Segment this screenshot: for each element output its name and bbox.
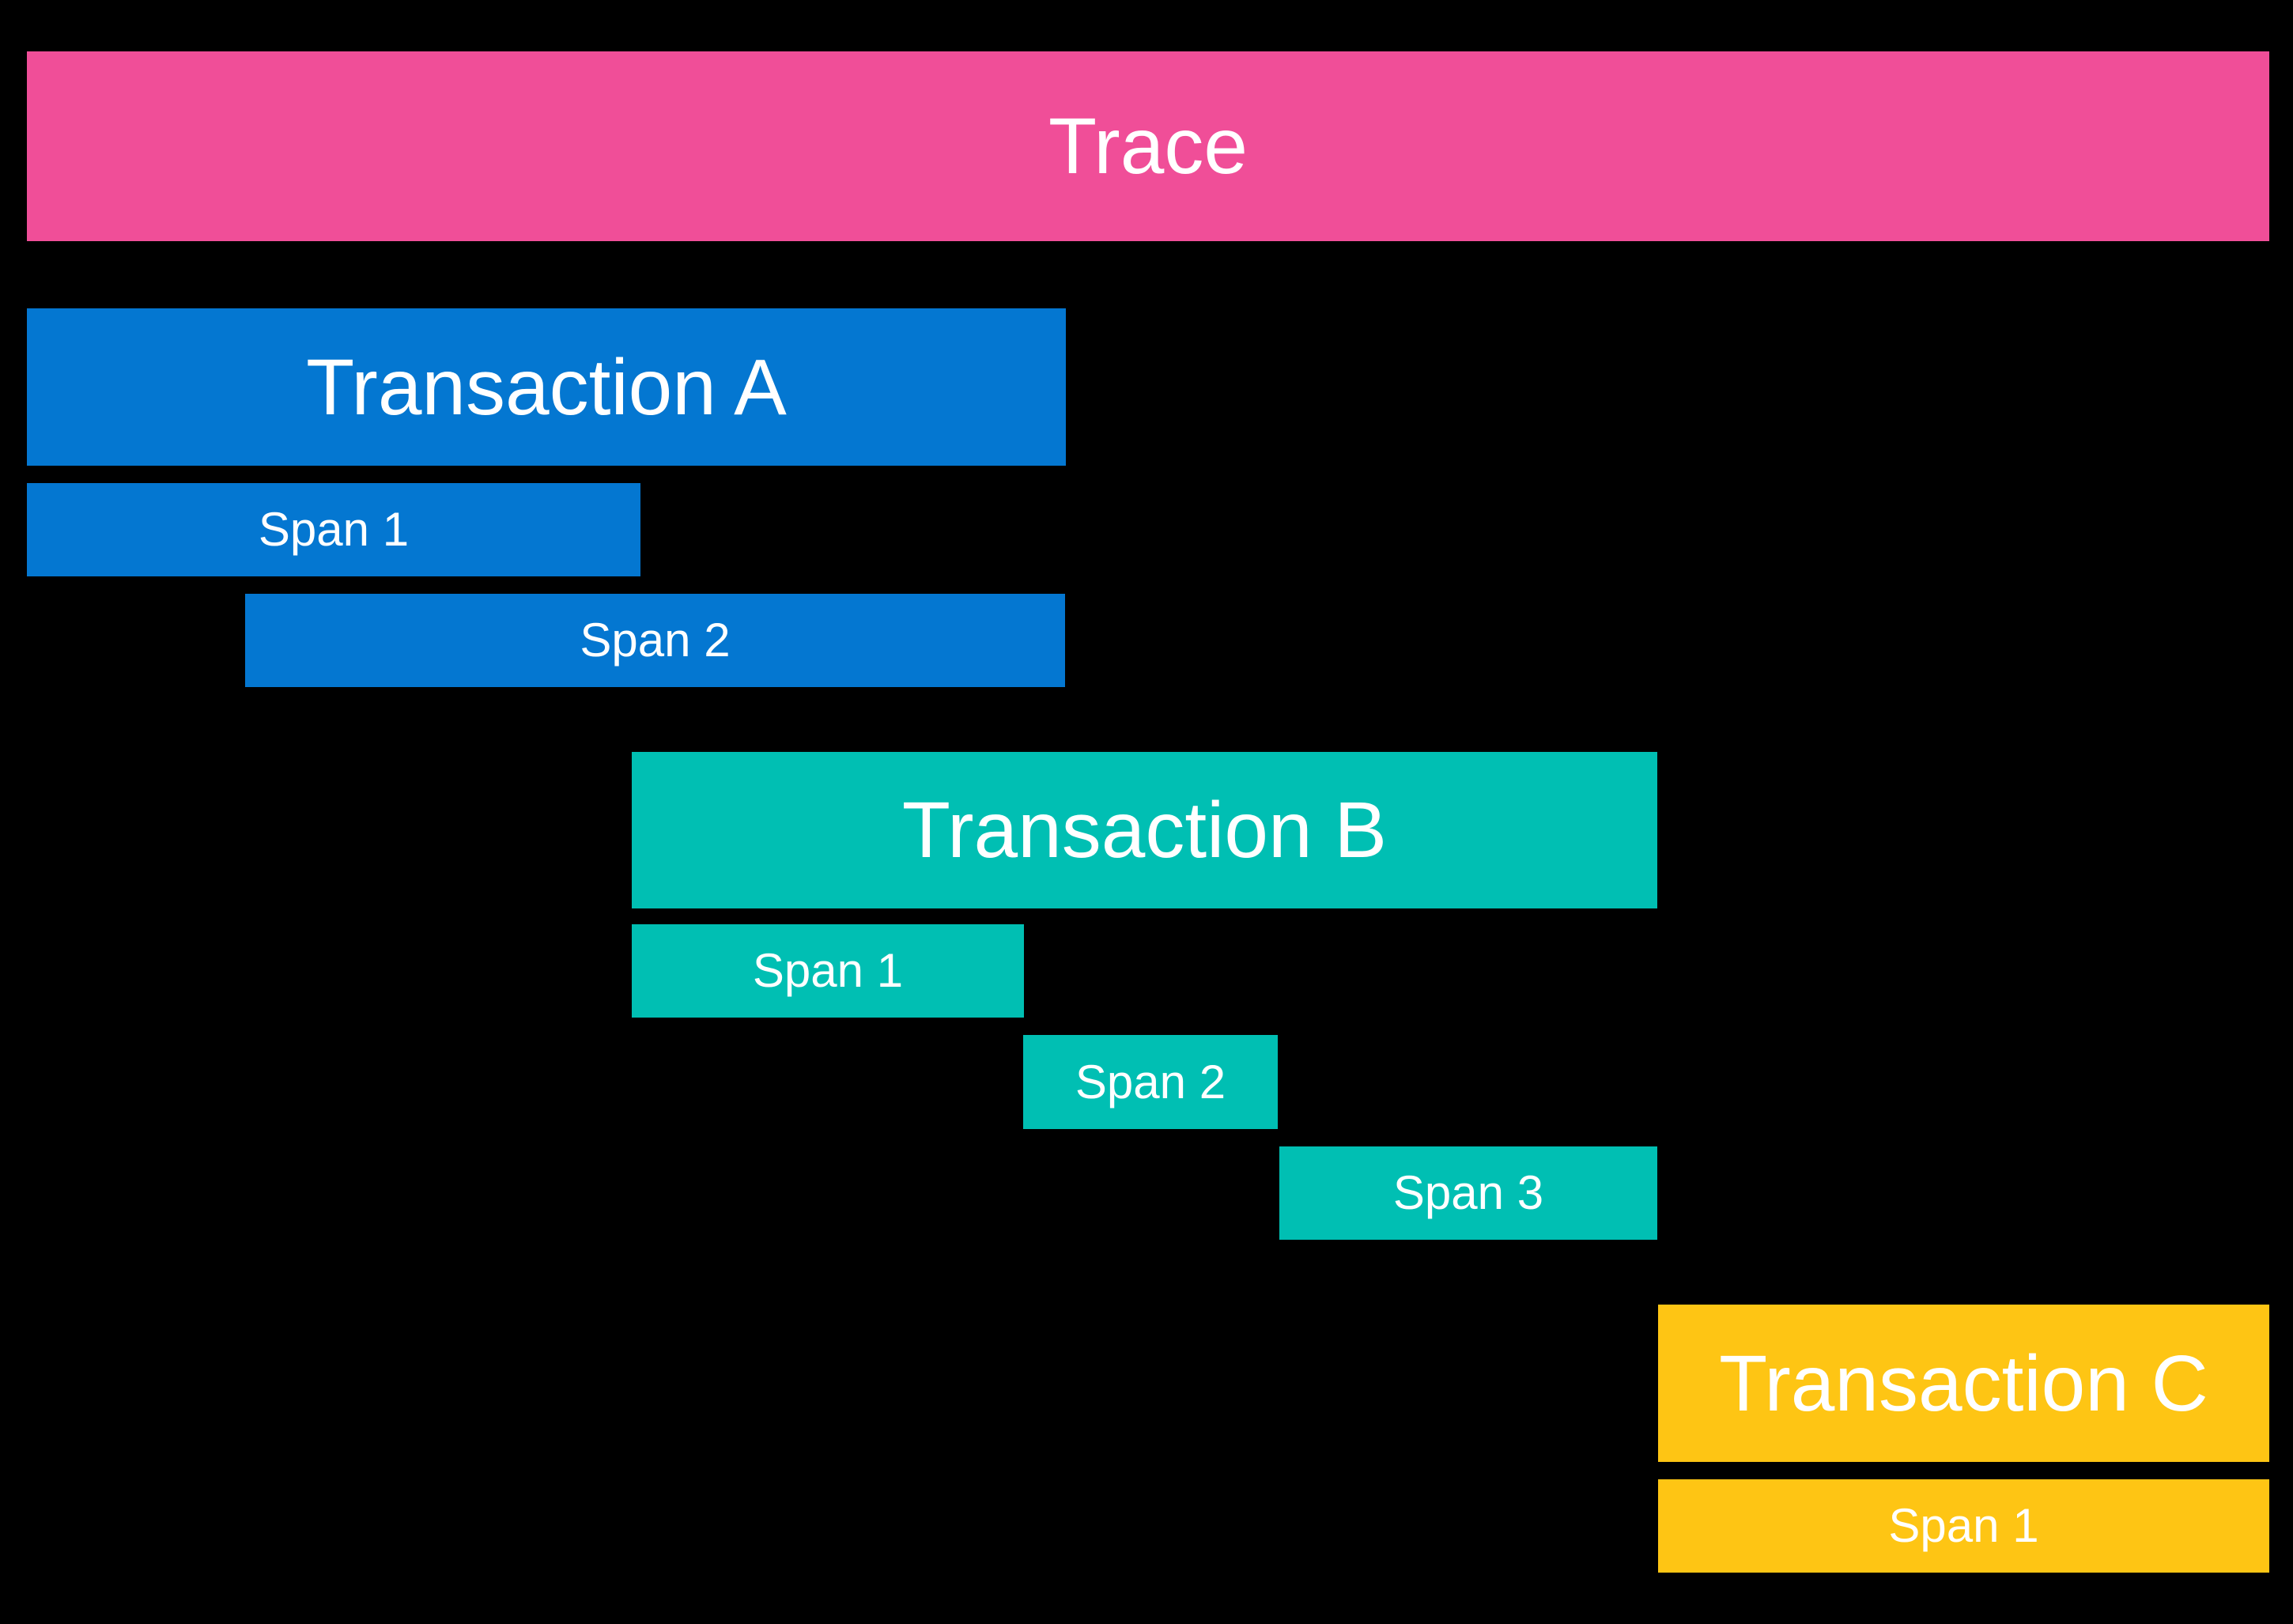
trace-bar: Trace (27, 51, 2269, 241)
transaction-c-span-1-bar: Span 1 (1658, 1479, 2269, 1573)
transaction-b-span-1-label: Span 1 (752, 944, 904, 997)
trace-label: Trace (1048, 102, 1248, 191)
transaction-a-label: Transaction A (306, 342, 787, 432)
transaction-a-span-2-bar: Span 2 (245, 594, 1065, 687)
transaction-b-span-3-bar: Span 3 (1279, 1146, 1657, 1240)
transaction-b-span-2-bar: Span 2 (1023, 1035, 1278, 1129)
transaction-a-span-2-label: Span 2 (580, 614, 731, 667)
transaction-b-label: Transaction B (901, 786, 1388, 874)
transaction-b-span-2-label: Span 2 (1075, 1055, 1226, 1108)
transaction-a-bar: Transaction A (27, 308, 1066, 466)
transaction-c-span-1-label: Span 1 (1888, 1499, 2039, 1552)
transaction-c-bar: Transaction C (1658, 1305, 2269, 1462)
transaction-b-span-3-label: Span 3 (1392, 1166, 1544, 1219)
transaction-b-span-1-bar: Span 1 (632, 924, 1024, 1018)
transaction-a-span-1-bar: Span 1 (27, 483, 640, 576)
transaction-c-label: Transaction C (1719, 1339, 2208, 1428)
transaction-a-span-1-label: Span 1 (258, 503, 410, 556)
transaction-b-bar: Transaction B (632, 752, 1657, 908)
